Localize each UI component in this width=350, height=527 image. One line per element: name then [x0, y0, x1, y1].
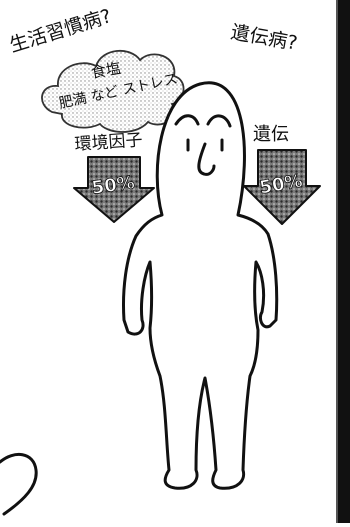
- human-figure: [122, 81, 279, 490]
- environment-arrow: [73, 156, 155, 223]
- lifestyle-disease-label: 生活習慣病?: [7, 5, 114, 57]
- page-edge: [338, 0, 350, 523]
- hereditary-disease-label: 遺伝病?: [229, 21, 299, 54]
- environmental-factor-label: 環境因子: [74, 130, 143, 155]
- heart-icon: [0, 453, 38, 516]
- environment-percent: 50%: [90, 172, 136, 199]
- heredity-arrow: [243, 149, 321, 225]
- figure-face: [174, 114, 232, 176]
- cloud-text-salt: 食塩: [90, 59, 123, 82]
- environment-cloud: [41, 49, 185, 133]
- heredity-label: 遺伝: [253, 124, 289, 145]
